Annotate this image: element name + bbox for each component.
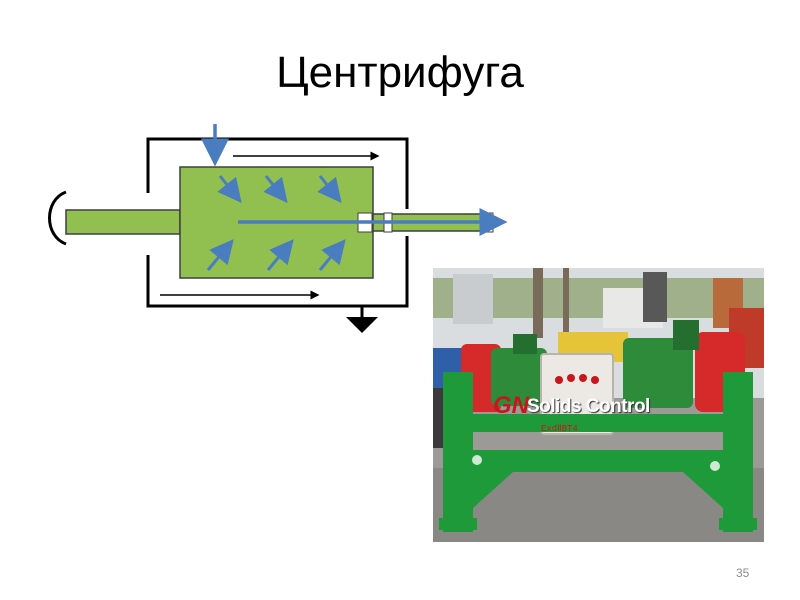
casing-frame-bottom [146, 236, 409, 308]
photo-logo-text: GN [493, 392, 529, 419]
left-bearing-bracket [48, 190, 67, 246]
flow-arrow-lower-3 [318, 239, 346, 271]
flow-arrow-lower-1 [206, 239, 234, 271]
slide-page-number: 35 [736, 566, 750, 580]
photo-box-label: ExdⅡBT4 [541, 424, 578, 434]
flow-arrow-lower-2 [266, 239, 294, 271]
slide-title: Центрифуга [276, 48, 524, 97]
casing-frame-top [146, 137, 409, 209]
photo-brand-text: Solids Control [527, 396, 650, 417]
centrifuge-photo-art [433, 268, 764, 542]
left-shaft [65, 209, 181, 235]
flow-arrow-upper-3 [317, 175, 342, 204]
centrifuge-photo: GN Solids Control ExdⅡBT4 [433, 268, 764, 542]
flow-arrow-upper-2 [263, 175, 288, 204]
flow-arrow-upper-1 [217, 175, 242, 204]
solids-discharge-arrowhead [346, 317, 378, 333]
